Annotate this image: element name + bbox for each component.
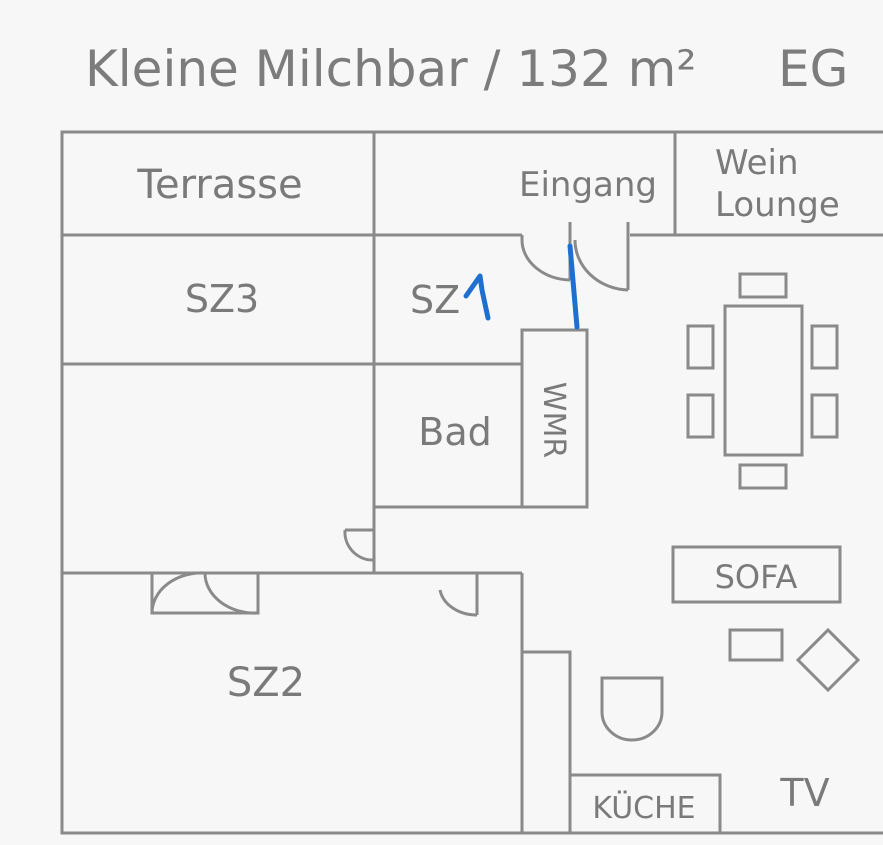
diamond-table — [795, 627, 861, 693]
label-sz3: SZ3 — [185, 277, 259, 321]
dining-table — [723, 304, 804, 457]
sofa — [671, 545, 842, 604]
chair — [810, 393, 839, 439]
label-sofa: SOFA — [715, 558, 798, 596]
chair — [738, 272, 788, 299]
pen-annotation — [463, 243, 580, 330]
chair — [686, 324, 715, 370]
furniture — [600, 272, 861, 742]
walls — [60, 130, 883, 835]
label-kueche: KÜCHE — [592, 790, 695, 826]
label-wein: Wein — [715, 143, 799, 183]
handwritten-line — [567, 243, 580, 330]
label-lounge: Lounge — [715, 185, 840, 225]
plan-title: Kleine Milchbar / 132 m² — [85, 40, 696, 98]
label-sz1: SZ — [410, 278, 460, 322]
label-eingang: Eingang — [519, 165, 657, 205]
label-wmr: WMR — [536, 382, 571, 458]
chair — [810, 324, 839, 370]
label-terrasse: Terrasse — [136, 162, 302, 208]
chair — [686, 393, 715, 439]
handwritten-one — [463, 273, 491, 321]
label-bad: Bad — [418, 410, 491, 454]
label-sz2: SZ2 — [227, 660, 305, 706]
room-labels: Terrasse Eingang Wein Lounge SZ3 SZ Bad … — [136, 143, 839, 826]
side-table — [728, 628, 784, 662]
floor-label: EG — [778, 40, 848, 98]
label-tv: TV — [779, 771, 829, 815]
sink — [600, 676, 664, 742]
chair — [738, 463, 788, 490]
